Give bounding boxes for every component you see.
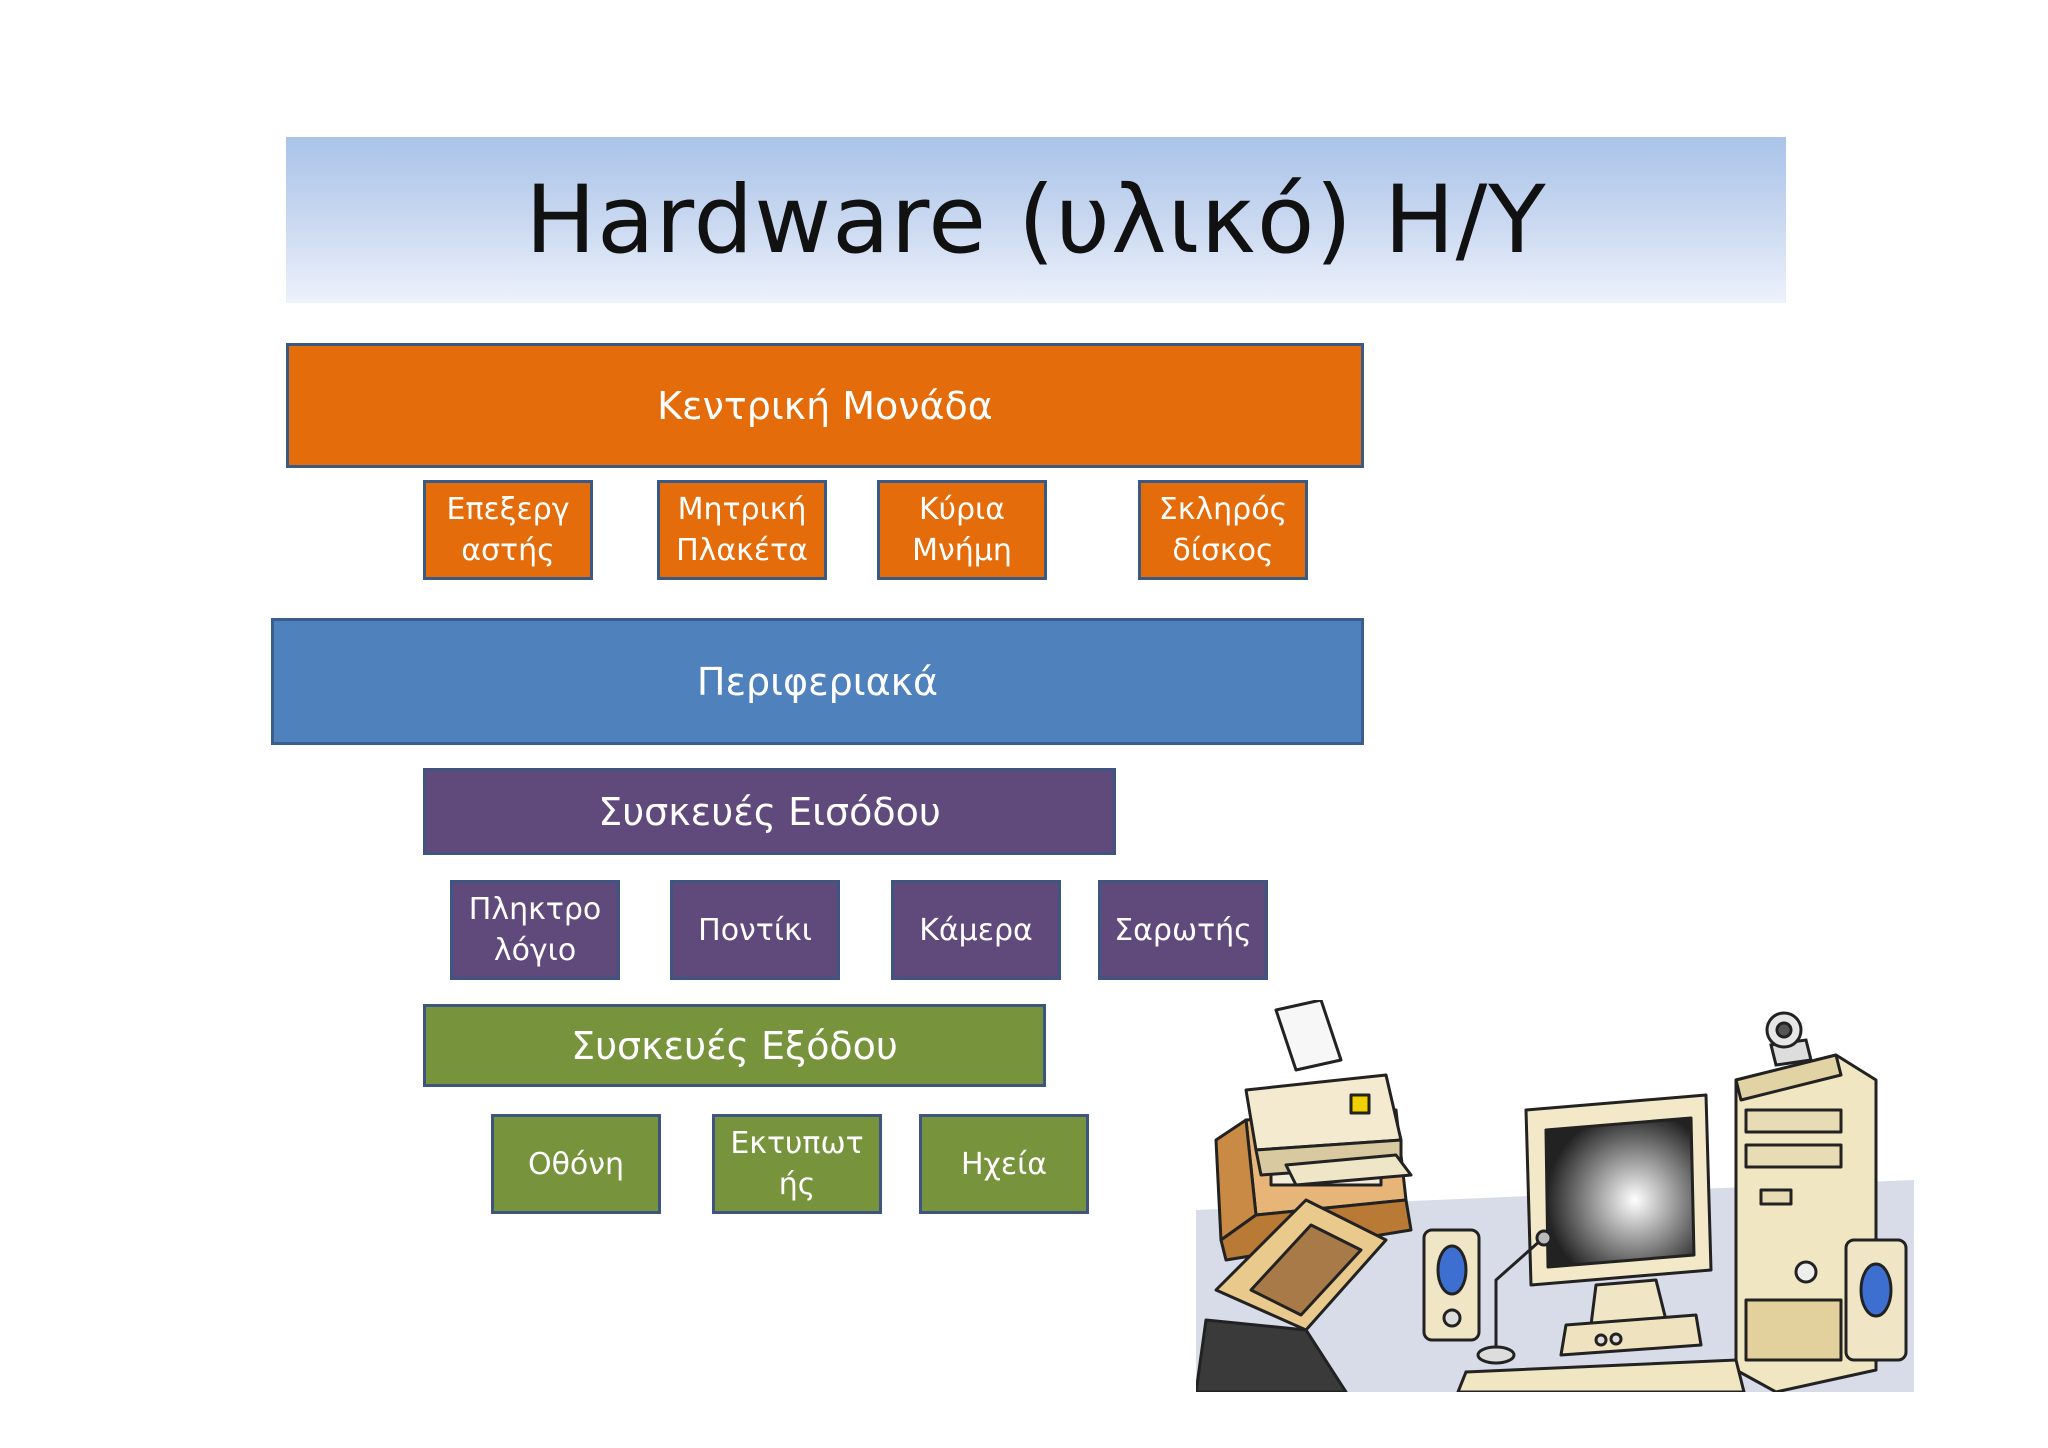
scanner-icon bbox=[1196, 1198, 1388, 1392]
screen-box: Οθόνη bbox=[491, 1114, 661, 1214]
keyboard-box: Πληκτρο λόγιο bbox=[450, 880, 620, 980]
central-unit-box: Κεντρική Μονάδα bbox=[286, 343, 1364, 468]
speakers-box: Ηχεία bbox=[919, 1114, 1089, 1214]
output-devices-box: Συσκευές Εξόδου bbox=[423, 1004, 1046, 1087]
computer-setup-illustration bbox=[1196, 1000, 1914, 1392]
left-speaker-icon bbox=[1422, 1228, 1481, 1342]
mouse-box: Ποντίκι bbox=[670, 880, 840, 980]
cpu-box: Επεξεργ αστής bbox=[423, 480, 593, 580]
webcam-icon bbox=[1765, 1011, 1813, 1067]
camera-box: Κάμερα bbox=[891, 880, 1061, 980]
title-band: Hardware (υλικό) Η/Υ bbox=[286, 137, 1786, 303]
peripherals-box: Περιφεριακά bbox=[271, 618, 1364, 745]
scanner-box: Σαρωτής bbox=[1098, 880, 1268, 980]
input-devices-box: Συσκευές Εισόδου bbox=[423, 768, 1116, 855]
printer-box: Εκτυπωτ ής bbox=[712, 1114, 882, 1214]
motherboard-box: Μητρική Πλακέτα bbox=[657, 480, 827, 580]
hard-disk-box: Σκληρός δίσκος bbox=[1138, 480, 1308, 580]
page-title: Hardware (υλικό) Η/Υ bbox=[525, 165, 1547, 275]
computer-tower-icon bbox=[1734, 1053, 1878, 1392]
right-speaker-icon bbox=[1844, 1238, 1908, 1362]
microphone-icon bbox=[1476, 1229, 1553, 1365]
printer-icon bbox=[1244, 1000, 1413, 1187]
main-memory-box: Κύρια Μνήμη bbox=[877, 480, 1047, 580]
monitor-icon bbox=[1524, 1093, 1713, 1357]
keyboard-icon bbox=[1456, 1358, 1746, 1392]
